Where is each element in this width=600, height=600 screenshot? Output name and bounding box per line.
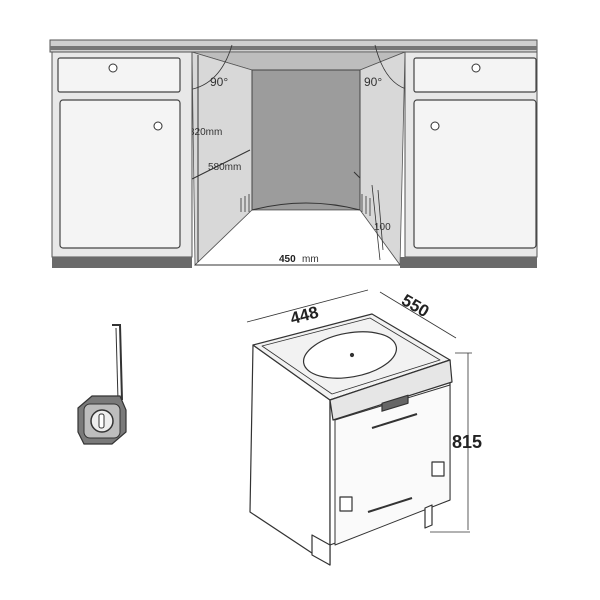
width-value-label: 450 [279,254,296,265]
right-drawer [413,57,537,93]
niche-diagram: 90° 90° 820mm 580mm 100 450 mm [49,39,538,268]
door-hinge-right [431,461,445,477]
left-cabinet [51,51,193,268]
dishwasher-drawing [246,289,472,566]
dishwasher-door [334,384,451,546]
left-drawer [57,57,181,93]
left-door [59,99,181,249]
left-door-knob [153,121,163,131]
appliance-height-label: 815 [452,432,482,452]
depth-label: 580mm [208,162,241,173]
right-drawer-knob [471,63,481,73]
right-cabinet [400,51,538,268]
appliance-depth-label: 550 [398,291,432,322]
aquastop-device [77,324,127,445]
niche-back-wall [251,69,361,211]
right-plinth [400,257,537,268]
width-unit-label: mm [302,254,319,265]
height-label: 820mm [189,127,222,138]
angle-right-label: 90° [364,75,382,89]
door-hinge-left [339,496,353,512]
left-drawer-knob [108,63,118,73]
right-door [413,99,537,249]
left-plinth [52,257,192,268]
angle-left-label: 90° [210,75,228,89]
right-door-knob [430,121,440,131]
socket-height-label: 100 [374,222,391,233]
appliance-width-label: 448 [288,303,320,329]
control-panel-button [381,394,409,412]
